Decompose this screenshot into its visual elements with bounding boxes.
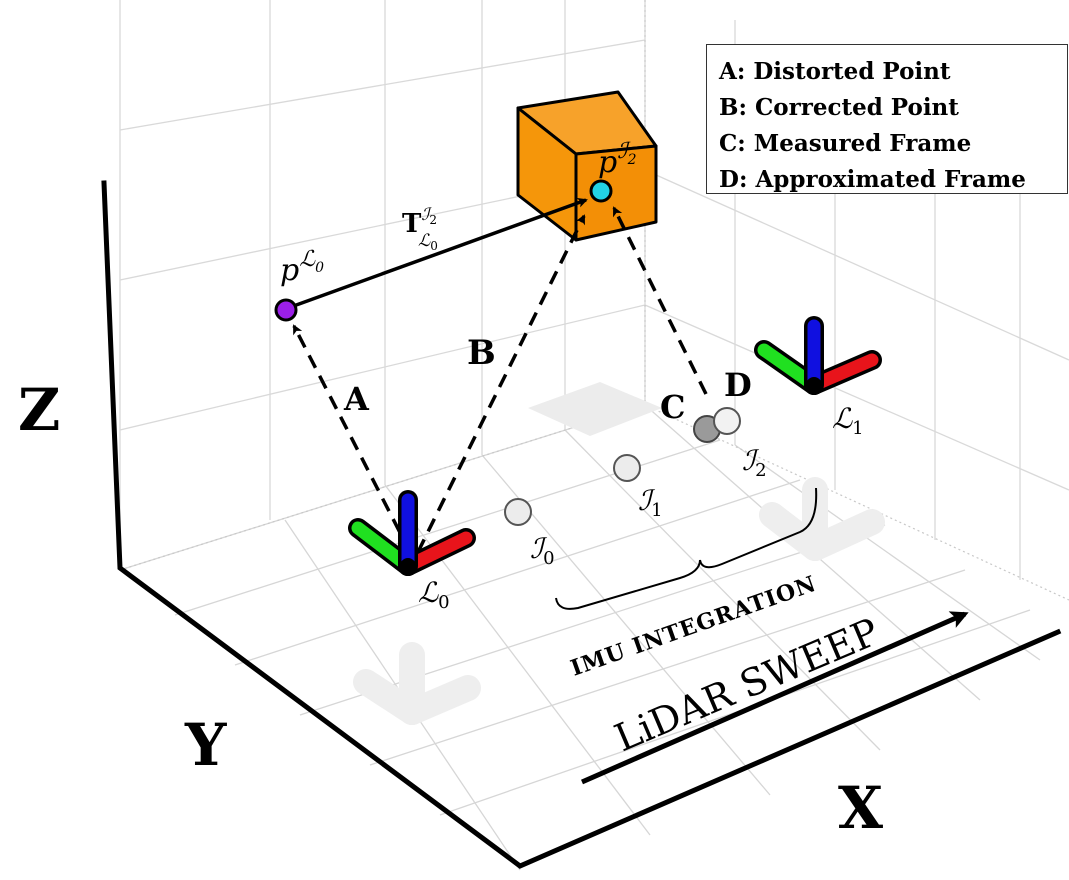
label-L0: ℒ0 — [418, 576, 450, 613]
label-i2: ℐ2 — [742, 444, 767, 481]
arrow-label-a: A — [343, 380, 370, 418]
label-p-L0: pℒ0 — [280, 247, 324, 288]
imu-integration-brace — [555, 487, 818, 610]
label-i1: ℐ1 — [638, 484, 663, 521]
lidar-sweep-arrow — [580, 611, 969, 785]
arrow-label-b: B — [467, 333, 496, 373]
grid-floor — [119, 404, 1041, 871]
legend-box: A: Distorted Point B: Corrected Point C:… — [706, 44, 1068, 194]
label-L1: ℒ1 — [832, 402, 864, 439]
axis-label-y: Y — [184, 711, 227, 779]
imu-node-approximated — [713, 407, 741, 435]
arrow-label-d: D — [724, 366, 752, 404]
axes-lines — [101, 180, 1062, 869]
point-p-L0 — [274, 298, 298, 322]
arrow-c-measured — [612, 206, 708, 395]
legend-item-a: A: Distorted Point — [719, 58, 951, 85]
imu-node-i0 — [504, 498, 532, 526]
grid-dotted-edges — [119, 0, 1069, 601]
legend-item-b: B: Corrected Point — [719, 94, 959, 121]
arrow-label-c: C — [660, 388, 685, 426]
cube-object — [516, 90, 658, 242]
arrow-transform — [287, 198, 588, 310]
imu-node-i1 — [613, 454, 641, 482]
point-p-I2 — [589, 179, 613, 203]
legend-item-c: C: Measured Frame — [719, 130, 972, 157]
faded-square — [528, 382, 662, 436]
faded-frame-ghost-right — [759, 477, 885, 561]
frame-L0 — [348, 490, 476, 576]
label-i0: ℐ0 — [530, 532, 555, 569]
axis-label-z: Z — [18, 376, 60, 444]
arrow-a-distorted — [292, 324, 412, 553]
frame-L1 — [754, 316, 882, 395]
arrow-b-corrected — [416, 214, 586, 553]
grid-back-wall — [119, 0, 646, 570]
faded-frame-ghost-left — [353, 642, 481, 725]
axis-label-x: X — [838, 774, 883, 842]
legend-item-d: D: Approximated Frame — [719, 166, 1026, 193]
